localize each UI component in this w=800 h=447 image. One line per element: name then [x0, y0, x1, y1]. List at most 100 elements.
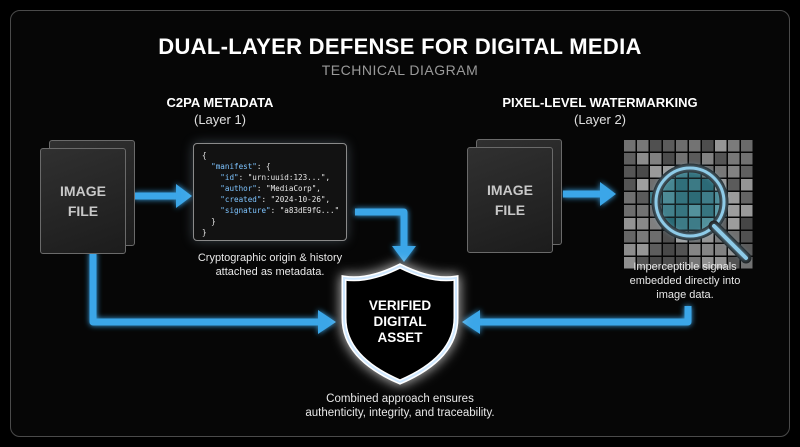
pixel-cell	[728, 218, 740, 230]
pixel-cell	[702, 218, 714, 230]
image-label-line1: IMAGE	[487, 182, 533, 198]
pixel-cell	[689, 257, 701, 269]
pixel-cell	[689, 205, 701, 217]
pixel-cell	[624, 257, 636, 269]
arrowhead-metadata	[176, 184, 192, 208]
pixel-cell	[741, 140, 753, 152]
pixel-cell	[689, 218, 701, 230]
pixel-cell	[689, 192, 701, 204]
pixel-cell	[676, 244, 688, 256]
pixel-cell	[702, 205, 714, 217]
pixel-cell	[676, 218, 688, 230]
pixel-cell	[663, 192, 675, 204]
shield-label: VERIFIED DIGITAL ASSET	[368, 298, 432, 345]
layer1-heading: C2PA METADATA	[166, 95, 274, 110]
pixel-cell	[676, 257, 688, 269]
layer1-subheading: (Layer 1)	[193, 112, 247, 127]
pixel-cell	[702, 179, 714, 191]
pixel-cell	[728, 205, 740, 217]
pixel-cell	[702, 244, 714, 256]
pixel-cell	[689, 140, 701, 152]
pixel-cell	[650, 231, 662, 243]
pixel-cell	[663, 205, 675, 217]
image-file-layer2: IMAGE FILE	[467, 147, 553, 253]
pixel-cell	[624, 244, 636, 256]
pixel-cell	[728, 140, 740, 152]
pixel-cell	[624, 192, 636, 204]
pixel-cell	[741, 244, 753, 256]
pixel-cell	[676, 179, 688, 191]
pixel-cell	[702, 192, 714, 204]
pixel-cell	[702, 140, 714, 152]
pixel-cell	[728, 179, 740, 191]
pixel-cell	[650, 257, 662, 269]
arrowhead-watermark	[600, 182, 616, 206]
pixel-cell	[637, 179, 649, 191]
arrow-image-to-shield	[89, 252, 318, 326]
diagram-title: DUAL-LAYER DEFENSE FOR DIGITAL MEDIA	[158, 34, 642, 59]
pixel-cell	[637, 192, 649, 204]
layer2-heading: PIXEL-LEVEL WATERMARKING	[502, 95, 698, 110]
pixel-cell	[624, 218, 636, 230]
pixel-cell	[741, 192, 753, 204]
pixel-cell	[637, 218, 649, 230]
image-label-line1: IMAGE	[60, 183, 106, 199]
pixel-cell	[663, 179, 675, 191]
pixel-cell	[676, 153, 688, 165]
pixel-cell	[637, 166, 649, 178]
image-label-line2: FILE	[67, 203, 99, 219]
pixel-cell	[650, 218, 662, 230]
pixel-cell	[689, 153, 701, 165]
pixel-cell	[689, 179, 701, 191]
pixel-cell	[702, 153, 714, 165]
pixel-cell	[741, 153, 753, 165]
diagram-subtitle: TECHNICAL DIAGRAM	[321, 62, 479, 78]
pixel-cell	[663, 244, 675, 256]
pixel-cell	[637, 205, 649, 217]
pixel-cell	[637, 231, 649, 243]
pixel-cell	[702, 231, 714, 243]
pixel-cell	[676, 192, 688, 204]
pixel-cell	[715, 244, 727, 256]
pixel-cell	[637, 244, 649, 256]
center-caption: Combined approach ensures authenticity, …	[305, 393, 495, 419]
pixel-cell	[624, 140, 636, 152]
image-file-layer1: IMAGE FILE	[40, 148, 126, 254]
pixel-cell	[663, 153, 675, 165]
pixel-cell	[676, 205, 688, 217]
pixel-cell	[624, 231, 636, 243]
arrowhead-shield-top	[392, 246, 416, 262]
pixel-cell	[715, 153, 727, 165]
layer2-caption: Imperceptible signals embedded directly …	[629, 261, 741, 301]
magnifying-glass-icon	[651, 163, 752, 264]
pixel-cell	[741, 166, 753, 178]
pixel-cell	[728, 166, 740, 178]
arrowhead-shield-right	[462, 310, 480, 334]
pixel-cell	[624, 179, 636, 191]
arrow-metadata-to-shield	[355, 208, 408, 246]
shield-icon	[341, 263, 459, 385]
pixel-cell	[650, 244, 662, 256]
pixel-cell	[741, 205, 753, 217]
pixel-cell	[676, 140, 688, 152]
pixel-cell	[650, 140, 662, 152]
pixel-cell	[637, 257, 649, 269]
pixel-cell	[741, 218, 753, 230]
pixel-cell	[728, 192, 740, 204]
pixel-cell	[741, 179, 753, 191]
manifest-code-block: { "manifest": { "id": "urn:uuid:123...",…	[193, 143, 347, 241]
pixel-cell	[715, 257, 727, 269]
pixel-cell	[624, 153, 636, 165]
pixel-cell	[728, 153, 740, 165]
pixel-cell	[663, 231, 675, 243]
pixel-cell	[741, 231, 753, 243]
pixel-cell	[728, 231, 740, 243]
pixel-cell	[715, 140, 727, 152]
pixel-cell	[663, 257, 675, 269]
arrowhead-shield-left	[318, 310, 336, 334]
pixel-cell	[637, 153, 649, 165]
image-label-line2: FILE	[494, 202, 526, 218]
pixel-cell	[689, 244, 701, 256]
pixel-cell	[663, 140, 675, 152]
